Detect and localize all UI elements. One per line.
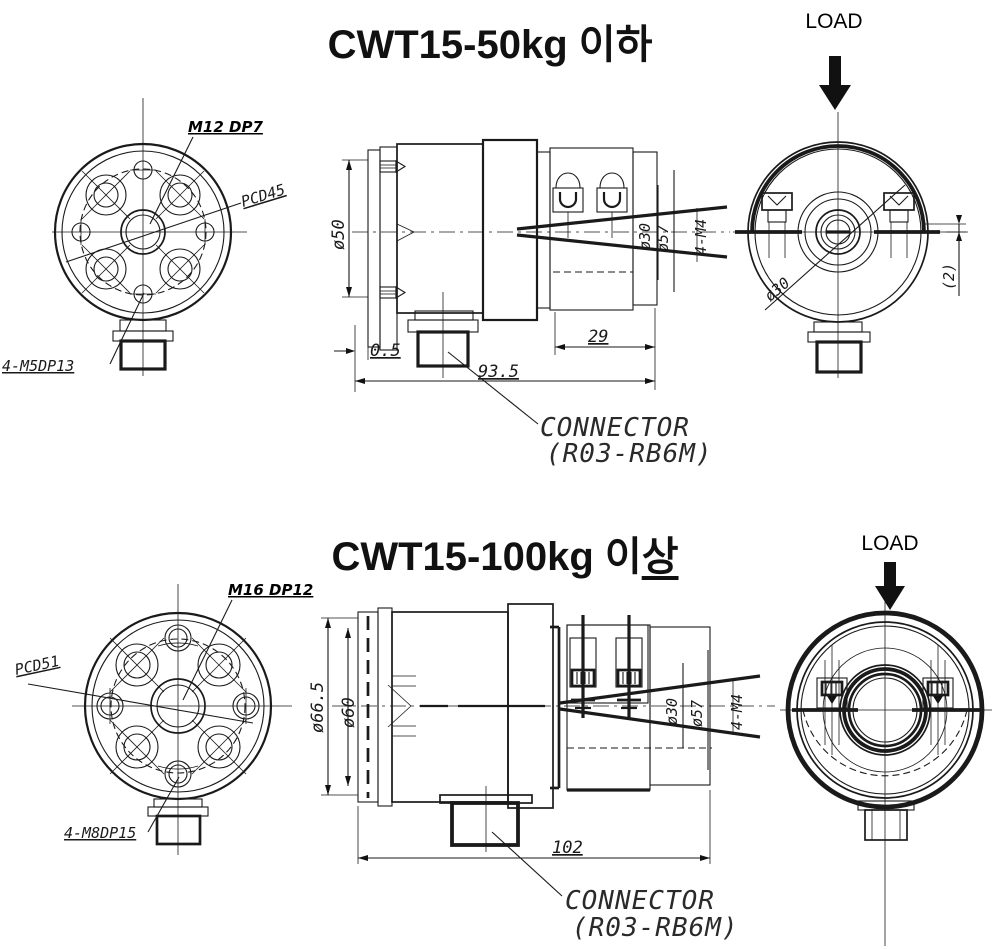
dim-label-total-length-100kg: 102 [552,838,583,858]
dim-label-flange-offset: 0.5 [370,341,401,361]
dim-label-cover-dia-50kg: ø57 [654,225,672,252]
terminal-glands-50kg [552,172,628,238]
front-view-50kg: M12 DP7 PCD45 4-M5DP13 [2,98,287,376]
side-view-50kg: ø50 0.5 29 93.5 [329,138,730,425]
dim-body-dia-50kg: ø50 [329,159,368,298]
load-arrow-icon-50kg [819,56,851,110]
dim-total-length-100kg: 102 [357,790,711,864]
rear-connector-50kg [807,321,871,374]
title-100kg-underlined: 상 [641,535,679,579]
load-arrow-icon-100kg [875,562,905,610]
axis-holes-100kg [96,624,260,788]
rear-terminals-50kg [761,192,915,258]
title-100kg: CWT15-100kg 이상 [195,524,815,582]
title-100kg-text: CWT15-100kg 이 [331,535,642,579]
pcd-label-50kg: PCD45 [239,180,287,210]
connector-line2-50kg: (R03-RB6M) [546,439,713,469]
dim-cover-dias-50kg: ø30 ø57 4-M4 [636,170,710,292]
side-view-100kg: ø66.5 ø60 [308,603,775,897]
connector-line1-100kg: CONNECTOR [565,886,715,916]
dim-label-body-dia-50kg: ø50 [329,219,349,250]
dim-label-offset-50kg: (2) [940,263,958,290]
dim-label-flange-dia: ø66.5 [308,682,328,733]
flange-bolt-top [379,160,407,173]
side-connector-100kg [439,786,533,852]
front-view-100kg: M16 DP12 PCD51 4-M8DP15 [13,581,313,855]
load-label-100kg: LOAD [861,532,918,555]
connector-label-50kg: CONNECTOR (R03-RB6M) [540,413,713,469]
bolt-holes-50kg [81,170,205,294]
dim-cover-length-50kg: 29 [554,308,656,390]
load-annotation-50kg: LOAD [805,10,863,110]
dim-label-total-length-50kg: 93.5 [478,362,519,382]
rear-view-100kg [780,600,992,946]
dim-body-dia-100kg: ø60 [339,628,359,786]
dim-cover-dias-100kg: ø30 ø57 4-M4 [663,650,746,770]
connector-label-100kg: CONNECTOR (R03-RB6M) [565,886,739,943]
connector-line2-100kg: (R03-RB6M) [572,913,739,943]
side-connector-50kg [407,292,479,378]
dim-label-inner-dia-100kg: ø30 [663,698,681,725]
dim-label-cover-length: 29 [588,327,608,347]
rear-center-dia-label-50kg: ø30 [761,274,793,305]
dim-flange-dia-100kg: ø66.5 [308,617,358,796]
front-connector-50kg [112,319,174,371]
title-50kg-text: CWT15-50kg 이하 [327,23,653,67]
load-annotation-100kg: LOAD [861,532,919,610]
bolt-holes-100kg [109,637,247,775]
dim-offset-50kg: (2) [922,215,966,296]
rear-view-50kg: ø30 (2) [733,112,968,378]
mount-holes-label-50kg: 4-M5DP13 [2,357,74,375]
axis-holes-50kg [71,160,215,304]
dim-total-length-50kg: 93.5 [355,362,655,384]
front-connector-100kg [147,798,209,846]
title-50kg: CWT15-50kg 이하 [180,12,800,70]
rear-connector-100kg [857,800,915,841]
mount-holes-label-100kg: 4-M8DP15 [64,824,136,842]
rear-terminals-100kg [816,645,954,755]
dim-label-body-dia-100kg: ø60 [339,697,359,728]
dim-label-inner-dia-50kg: ø30 [636,223,654,250]
dim-label-cover-screws-50kg: 4-M4 [692,219,710,255]
pcd-label-100kg: PCD51 [13,652,61,679]
dim-label-cover-screws-100kg: 4-M4 [728,694,746,730]
flange-bolt-bottom [379,286,407,299]
dim-flange-offset-50kg: 0.5 [334,325,401,392]
thread-label-50kg: M12 DP7 [188,118,263,136]
connector-line1-50kg: CONNECTOR [540,413,690,443]
dim-label-cover-dia-100kg: ø57 [688,700,706,727]
thread-label-100kg: M16 DP12 [228,581,313,599]
load-label-50kg: LOAD [805,10,862,33]
